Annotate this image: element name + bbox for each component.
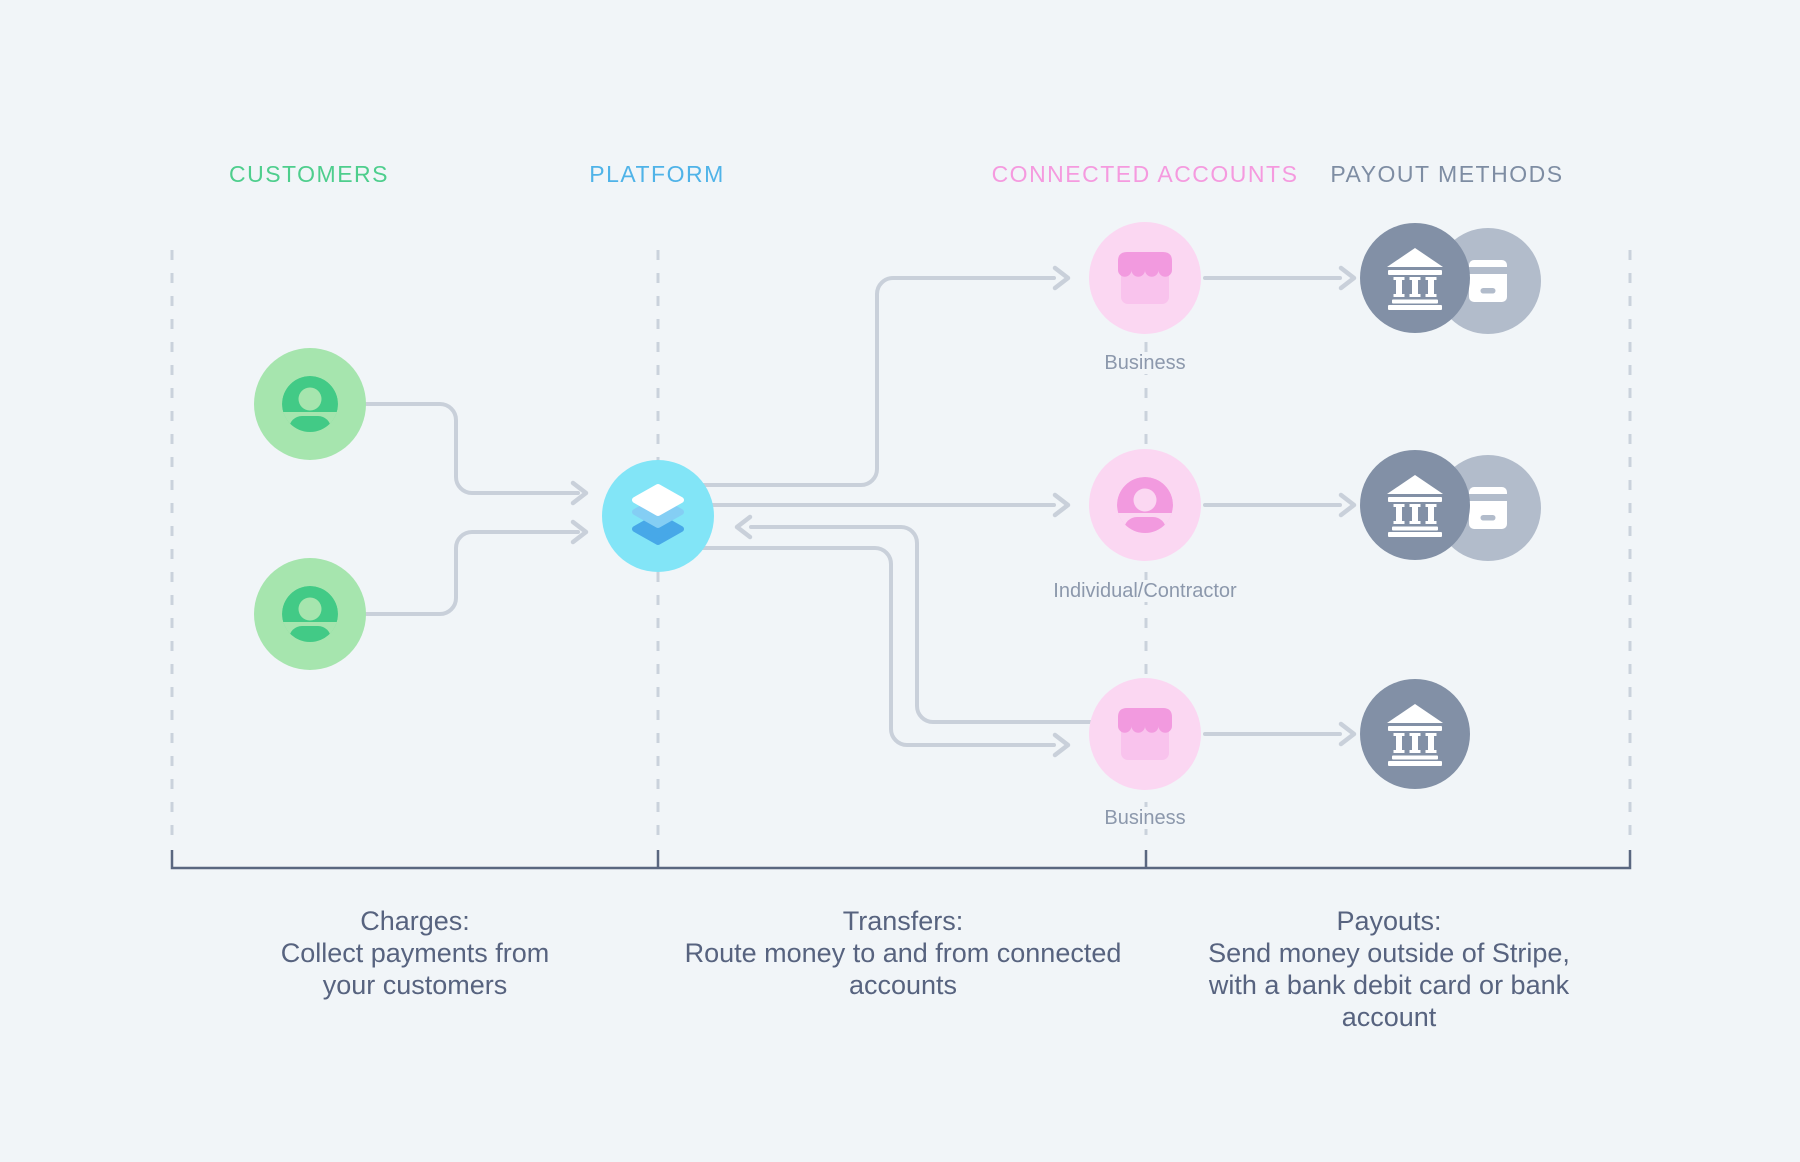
arrowhead-platform-return [734,514,753,540]
customer-node-1 [254,348,366,460]
column-header-connected-accounts: CONNECTED ACCOUNTS [991,161,1299,187]
wire-platform-to-account1 [678,276,1056,487]
person-icon [254,348,366,460]
account-label: Individual/Contractor [975,579,1315,603]
caption-charges: Charges: Collect payments from your cust… [280,906,550,1000]
connected-account-node-business-2 [1089,678,1201,790]
arrowhead-customer2 [570,519,589,545]
wire-platform-to-account3 [678,546,1056,747]
payout-bank-node-2 [1360,450,1470,560]
platform-node [602,460,714,572]
payout-bank-node-1 [1360,223,1470,333]
bank-icon [1360,450,1470,560]
customer-node-2 [254,558,366,670]
wire-customer2-to-platform [348,530,580,616]
person-icon [1089,449,1201,561]
column-header-platform: PLATFORM [589,161,725,187]
bank-icon [1360,223,1470,333]
connected-account-node-business-1 [1089,222,1201,334]
layers-icon [602,460,714,572]
section-bracket [170,850,1632,870]
bank-icon [1360,679,1470,789]
caption-transfers: Transfers: Route money to and from conne… [684,906,1122,1000]
wire-account3-to-platform [749,525,1096,724]
person-icon [254,558,366,670]
arrowhead-payout3 [1338,721,1357,747]
account-label: Business [975,351,1315,375]
arrowhead-account3 [1052,732,1071,758]
account-label: Business [975,806,1315,830]
arrowhead-payout1 [1338,265,1357,291]
arrowhead-payout2 [1338,492,1357,518]
payout-bank-node-3 [1360,679,1470,789]
storefront-icon [1089,222,1201,334]
column-header-customers: CUSTOMERS [228,161,390,187]
column-header-payout-methods: PAYOUT METHODS [1330,161,1564,187]
arrowhead-customer1 [570,480,589,506]
wire-customer1-to-platform [348,402,580,495]
connected-account-node-individual [1089,449,1201,561]
arrowhead-account2 [1052,492,1071,518]
arrowhead-account1 [1052,265,1071,291]
caption-payouts: Payouts: Send money outside of Stripe, w… [1208,906,1570,1032]
storefront-icon [1089,678,1201,790]
